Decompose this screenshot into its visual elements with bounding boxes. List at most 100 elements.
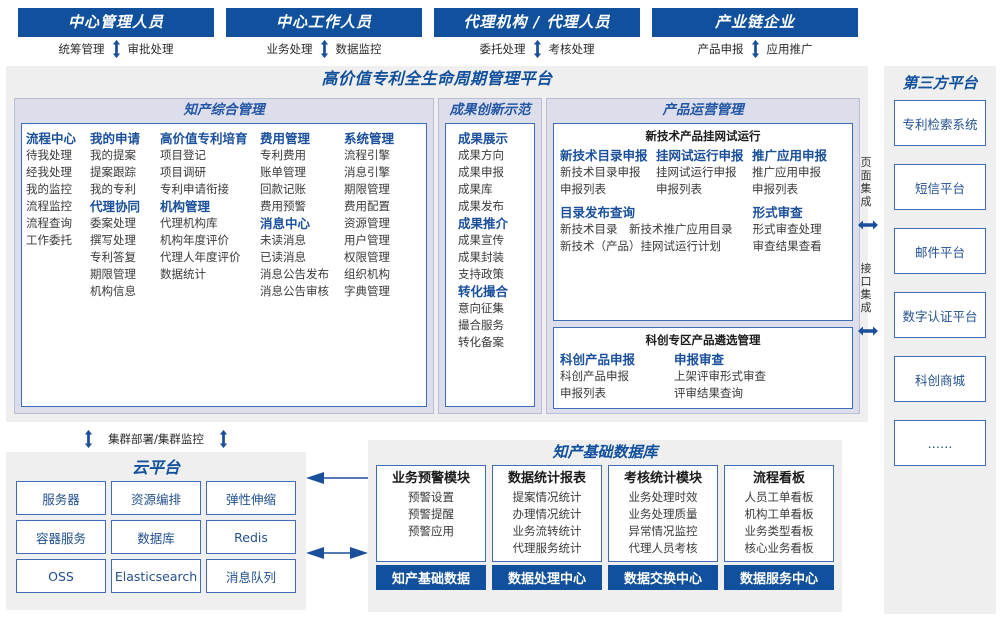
menu-item[interactable]: 新技术（产品）挂网试运行计划: [560, 239, 721, 253]
menu-item[interactable]: 成果方向: [458, 148, 504, 162]
menu-item[interactable]: 成果封装: [458, 250, 504, 264]
menu-item[interactable]: 新技术目录申报: [560, 165, 641, 179]
menu-item[interactable]: 我的专利: [90, 182, 136, 196]
menu-item[interactable]: 账单管理: [260, 165, 306, 179]
third-party-item[interactable]: 科创商城: [894, 356, 986, 402]
menu-item[interactable]: 意向征集: [458, 301, 504, 315]
menu-item[interactable]: 我的监控: [26, 182, 72, 196]
menu-item[interactable]: 机构信息: [90, 284, 136, 298]
database-card-item[interactable]: 办理情况统计: [512, 507, 582, 521]
cloud-service-cell[interactable]: 容器服务: [16, 520, 106, 554]
menu-item[interactable]: 挂网试运行申报: [656, 165, 737, 179]
menu-item[interactable]: 形式审查处理: [752, 222, 822, 236]
menu-item[interactable]: 申报列表: [560, 386, 606, 400]
menu-item[interactable]: 消息公告审核: [260, 284, 329, 298]
cloud-service-cell[interactable]: 弹性伸缩: [206, 481, 296, 515]
menu-item[interactable]: 上架评审形式审查: [674, 369, 766, 383]
menu-item[interactable]: 项目调研: [160, 165, 206, 179]
database-card-item[interactable]: 业务流转统计: [512, 524, 582, 538]
database-card-item[interactable]: 核心业务看板: [744, 541, 814, 555]
menu-item[interactable]: 专利答复: [90, 250, 136, 264]
role-action[interactable]: 业务处理: [266, 41, 313, 56]
menu-item[interactable]: 申报列表: [752, 182, 798, 196]
menu-item[interactable]: 成果发布: [458, 199, 504, 213]
cloud-service-cell[interactable]: 资源编排: [111, 481, 201, 515]
database-card-item[interactable]: 预警提醒: [408, 507, 454, 521]
menu-item[interactable]: 回款记账: [260, 182, 306, 196]
menu-item[interactable]: 字典管理: [344, 284, 390, 298]
menu-item[interactable]: 数据统计: [160, 267, 206, 281]
cloud-service-cell[interactable]: 消息队列: [206, 559, 296, 593]
database-card-item[interactable]: 预警应用: [408, 524, 454, 538]
database-card-item[interactable]: 业务类型看板: [744, 524, 814, 538]
role-action[interactable]: 数据监控: [335, 41, 382, 56]
database-card-item[interactable]: 机构工单看板: [744, 507, 814, 521]
menu-item[interactable]: 成果申报: [458, 165, 504, 179]
role-action[interactable]: 考核处理: [548, 41, 595, 56]
role-action[interactable]: 委托处理: [479, 41, 526, 56]
menu-item[interactable]: 待我处理: [26, 148, 72, 162]
database-card-item[interactable]: 预警设置: [408, 490, 454, 504]
menu-item[interactable]: 已读消息: [260, 250, 306, 264]
database-footer-label[interactable]: 数据处理中心: [492, 565, 602, 590]
menu-item[interactable]: 组织机构: [344, 267, 390, 281]
third-party-item[interactable]: 短信平台: [894, 164, 986, 210]
menu-item[interactable]: 费用配置: [344, 199, 390, 213]
menu-item[interactable]: 撰写处理: [90, 233, 136, 247]
menu-item[interactable]: 代理机构库: [160, 216, 218, 230]
menu-item[interactable]: 流程引擎: [344, 148, 390, 162]
third-party-item[interactable]: 数字认证平台: [894, 292, 986, 338]
database-card-item[interactable]: 代理服务统计: [512, 541, 582, 555]
menu-item[interactable]: 提案跟踪: [90, 165, 136, 179]
cloud-service-cell[interactable]: Redis: [206, 520, 296, 554]
menu-item[interactable]: 未读消息: [260, 233, 306, 247]
role-action[interactable]: 产品申报: [697, 41, 744, 56]
menu-item[interactable]: 推广应用申报: [752, 165, 821, 179]
database-footer-label[interactable]: 数据服务中心: [724, 565, 834, 590]
role-action[interactable]: 应用推广: [766, 41, 813, 56]
cloud-service-cell[interactable]: 数据库: [111, 520, 201, 554]
cloud-service-cell[interactable]: 服务器: [16, 481, 106, 515]
database-footer-label[interactable]: 数据交换中心: [608, 565, 718, 590]
menu-item[interactable]: 费用预警: [260, 199, 306, 213]
menu-item[interactable]: 我的提案: [90, 148, 136, 162]
menu-item[interactable]: 成果库: [458, 182, 493, 196]
menu-item[interactable]: 工作委托: [26, 233, 72, 247]
menu-item[interactable]: 消息引擎: [344, 165, 390, 179]
database-card-item[interactable]: 人员工单看板: [744, 490, 814, 504]
database-card-item[interactable]: 代理人员考核: [628, 541, 698, 555]
menu-item[interactable]: 申报列表: [560, 182, 606, 196]
role-action[interactable]: 审批处理: [127, 41, 174, 56]
database-card-item[interactable]: 提案情况统计: [512, 490, 582, 504]
menu-item[interactable]: 支持政策: [458, 267, 504, 281]
menu-item[interactable]: 期限管理: [90, 267, 136, 281]
menu-item[interactable]: 撮合服务: [458, 318, 504, 332]
menu-item[interactable]: 评审结果查询: [674, 386, 743, 400]
menu-item[interactable]: 流程监控: [26, 199, 72, 213]
third-party-item[interactable]: 专利检索系统: [894, 100, 986, 146]
menu-item[interactable]: 流程查询: [26, 216, 72, 230]
menu-item[interactable]: 消息公告发布: [260, 267, 329, 281]
menu-item[interactable]: 专利费用: [260, 148, 306, 162]
cloud-service-cell[interactable]: OSS: [16, 559, 106, 593]
menu-item[interactable]: 委案处理: [90, 216, 136, 230]
menu-item[interactable]: 期限管理: [344, 182, 390, 196]
database-card-item[interactable]: 业务处理质量: [628, 507, 698, 521]
third-party-item[interactable]: 邮件平台: [894, 228, 986, 274]
menu-item[interactable]: 用户管理: [344, 233, 390, 247]
menu-item[interactable]: 专利申请衔接: [160, 182, 229, 196]
database-card-item[interactable]: 业务处理时效: [628, 490, 698, 504]
cloud-service-cell[interactable]: Elasticsearch: [111, 559, 201, 593]
menu-item[interactable]: 新技术目录 新技术推广应用目录: [560, 222, 733, 236]
menu-item[interactable]: 代理人年度评价: [160, 250, 241, 264]
menu-item[interactable]: 申报列表: [656, 182, 702, 196]
menu-item[interactable]: 权限管理: [344, 250, 390, 264]
menu-item[interactable]: 机构年度评价: [160, 233, 229, 247]
third-party-item[interactable]: ……: [894, 420, 986, 466]
database-card-item[interactable]: 异常情况监控: [628, 524, 698, 538]
menu-item[interactable]: 经我处理: [26, 165, 72, 179]
database-footer-label[interactable]: 知产基础数据: [376, 565, 486, 590]
menu-item[interactable]: 审查结果查看: [752, 239, 822, 253]
menu-item[interactable]: 科创产品申报: [560, 369, 629, 383]
menu-item[interactable]: 成果宣传: [458, 233, 504, 247]
